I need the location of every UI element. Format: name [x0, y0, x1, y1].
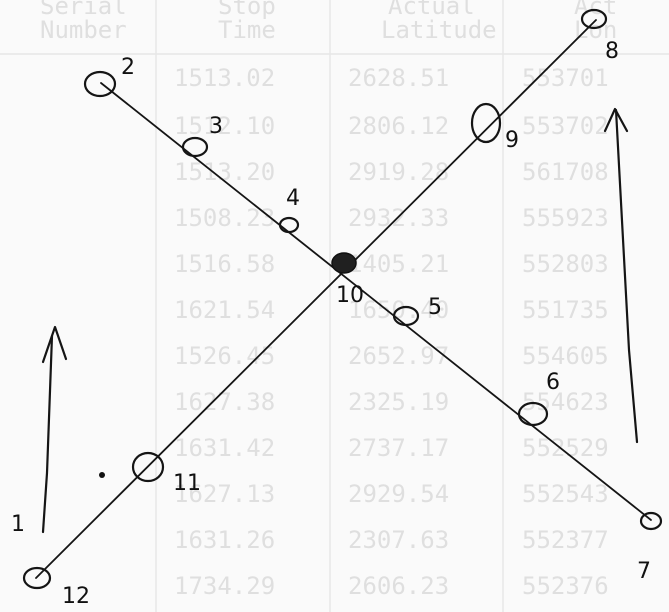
sheet-row-11-lat: 2307.63 — [348, 526, 449, 554]
sheet-row-5-lon: 552803 — [522, 250, 609, 278]
point-label-2: 2 — [121, 55, 135, 80]
sheet-row-2-lat: 2806.12 — [348, 112, 449, 140]
sheet-row-5-lat: 1405.21 — [348, 250, 449, 278]
node-10 — [331, 252, 357, 274]
sheet-row-11-time: 1631.26 — [174, 526, 275, 554]
sheet-row-6-lon: 551735 — [522, 296, 609, 324]
point-label-4: 4 — [286, 186, 300, 211]
node-12 — [22, 566, 52, 590]
sheet-header-line-2-col-1: Number — [40, 16, 127, 44]
node-9 — [470, 102, 502, 144]
point-label-6: 6 — [546, 370, 560, 395]
direction-arrows — [41, 107, 639, 534]
sheet-row-1-lat: 2628.51 — [348, 64, 449, 92]
point-label-10: 10 — [336, 283, 364, 308]
sheet-row-12-time: 1734.29 — [174, 572, 275, 600]
point-label-1: 1 — [11, 512, 25, 537]
diagonal-line-bottom-left-to-top-right — [35, 19, 597, 579]
sheet-row-4-lon: 555923 — [522, 204, 609, 232]
sheet-row-9-lat: 2737.17 — [348, 434, 449, 462]
left-arrow-shaft — [41, 334, 54, 534]
node-4 — [278, 216, 300, 234]
sheet-header-line-2-col-2: Time — [218, 16, 276, 44]
node-5 — [392, 305, 420, 327]
node-7 — [639, 511, 663, 531]
sheet-row-8-time: 1627.38 — [174, 388, 275, 416]
point-label-9: 9 — [505, 128, 519, 153]
sheet-row-7-lat: 2652.97 — [348, 342, 449, 370]
right-arrow-shaft — [614, 108, 639, 444]
sheet-row-9-time: 1631.42 — [174, 434, 275, 462]
sheet-header-line-1-col-1: Serial — [40, 0, 127, 20]
sheet-row-9-lon: 552529 — [522, 434, 609, 462]
node-labels: 2 3 4 10 5 6 7 8 9 11 1 12 — [11, 39, 651, 609]
sheet-row-12-lat: 2606.23 — [348, 572, 449, 600]
sheet-row-6-time: 1621.54 — [174, 296, 275, 324]
sheet-header-line-1-col-2: Stop — [218, 0, 276, 20]
sheet-row-8-lat: 2325.19 — [348, 388, 449, 416]
left-arrow-head — [41, 325, 68, 364]
node-2 — [83, 70, 117, 98]
sheet-row-8-lon: 554623 — [522, 388, 609, 416]
sheet-header-line-2-col-3: Latitude — [381, 16, 497, 44]
sheet-row-10-lon: 552543 — [522, 480, 609, 508]
node-6 — [517, 401, 549, 427]
sheet-row-3-lon: 561708 — [522, 158, 609, 186]
sheet-row-12-lon: 552376 — [522, 572, 609, 600]
node-8 — [580, 8, 608, 30]
point-label-12: 12 — [62, 584, 90, 609]
pencil-dot — [99, 472, 105, 478]
point-label-5: 5 — [428, 295, 442, 320]
point-label-3: 3 — [209, 114, 223, 139]
right-arrow-head — [603, 107, 629, 133]
sheet-row-10-time: 1627.13 — [174, 480, 275, 508]
sheet-row-10-lat: 2929.54 — [348, 480, 449, 508]
node-11 — [131, 451, 165, 483]
sheet-row-4-lat: 2932.33 — [348, 204, 449, 232]
point-label-7: 7 — [637, 559, 651, 584]
sheet-row-1-time: 1513.02 — [174, 64, 275, 92]
point-label-8: 8 — [605, 39, 619, 64]
node-markers — [22, 8, 663, 590]
sheet-row-1-lon: 553701 — [522, 64, 609, 92]
sheet-row-7-lon: 554605 — [522, 342, 609, 370]
node-3 — [181, 136, 209, 158]
sheet-row-11-lon: 552377 — [522, 526, 609, 554]
sheet-row-5-time: 1516.58 — [174, 250, 275, 278]
sheet-row-3-lat: 2919.28 — [348, 158, 449, 186]
sheet-rows: 1513.02 2628.51 553701 1512.10 2806.12 5… — [174, 64, 609, 600]
sheet-row-2-time: 1512.10 — [174, 112, 275, 140]
point-label-11: 11 — [173, 471, 201, 496]
sheet-row-2-lon: 553702 — [522, 112, 609, 140]
sheet-header-line-1-col-3: Actual — [388, 0, 475, 20]
